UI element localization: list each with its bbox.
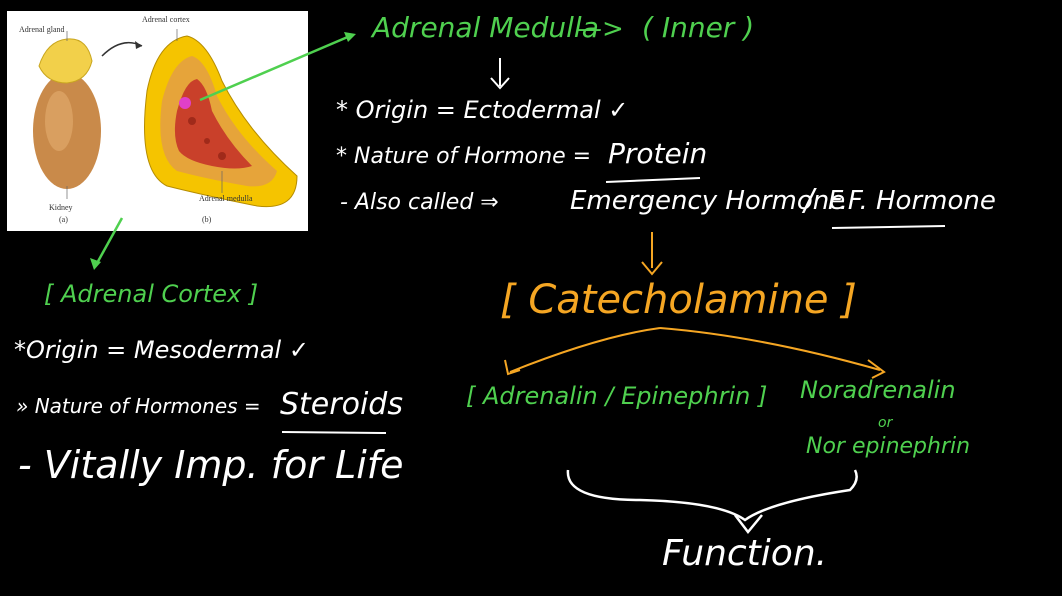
label-adrenal-cortex: Adrenal cortex bbox=[142, 15, 190, 24]
noradrenalin-label: Noradrenalin bbox=[800, 376, 956, 404]
catecholamine-label: [ Catecholamine ] bbox=[500, 277, 857, 323]
cortex-vital: - Vitally Imp. for Life bbox=[18, 443, 404, 487]
medulla-also-value1: Emergency Hormone bbox=[570, 186, 846, 216]
brace-to-function bbox=[566, 469, 858, 522]
medulla-also-prefix: - Also called ⇒ bbox=[340, 190, 499, 215]
arrow-to-medulla bbox=[199, 34, 351, 102]
adrenal-illustration bbox=[33, 29, 298, 208]
adrenal-gland-diagram: Adrenal gland Adrenal cortex Kidney (a) … bbox=[7, 11, 308, 231]
cortex-nature-prefix: » Nature of Hormones = bbox=[16, 394, 261, 418]
or-label: or bbox=[878, 415, 893, 431]
medulla-also-value2: F.F. Hormone bbox=[828, 186, 996, 216]
medulla-title: Adrenal Medulla bbox=[372, 11, 599, 44]
cortex-nature-value: Steroids bbox=[280, 387, 403, 422]
label-b: (b) bbox=[202, 215, 212, 224]
label-a: (a) bbox=[59, 215, 68, 224]
medulla-inner-label: ( Inner ) bbox=[642, 11, 755, 44]
norepinephrin-label: Nor epinephrin bbox=[806, 434, 971, 459]
label-adrenal-gland: Adrenal gland bbox=[19, 25, 65, 34]
medulla-arrow: —> bbox=[576, 14, 624, 44]
cortex-title: [ Adrenal Cortex ] bbox=[44, 280, 259, 308]
section-medulla bbox=[174, 79, 252, 169]
cortex-origin: *Origin = Mesodermal ✓ bbox=[14, 336, 309, 364]
medulla-also-sep: / bbox=[804, 183, 815, 218]
function-label: Function. bbox=[662, 533, 828, 574]
medulla-nature-value: Protein bbox=[608, 137, 708, 170]
adrenal-gland-shape bbox=[38, 38, 93, 84]
medulla-origin: * Origin = Ectodermal ✓ bbox=[336, 96, 629, 124]
label-adrenal-medulla: Adrenal medulla bbox=[199, 194, 253, 203]
label-kidney: Kidney bbox=[49, 203, 73, 212]
adrenalin-label: [ Adrenalin / Epinephrin ] bbox=[466, 382, 768, 410]
medulla-nature-prefix: * Nature of Hormone = bbox=[336, 144, 592, 169]
arrow-to-cortex bbox=[94, 217, 124, 266]
